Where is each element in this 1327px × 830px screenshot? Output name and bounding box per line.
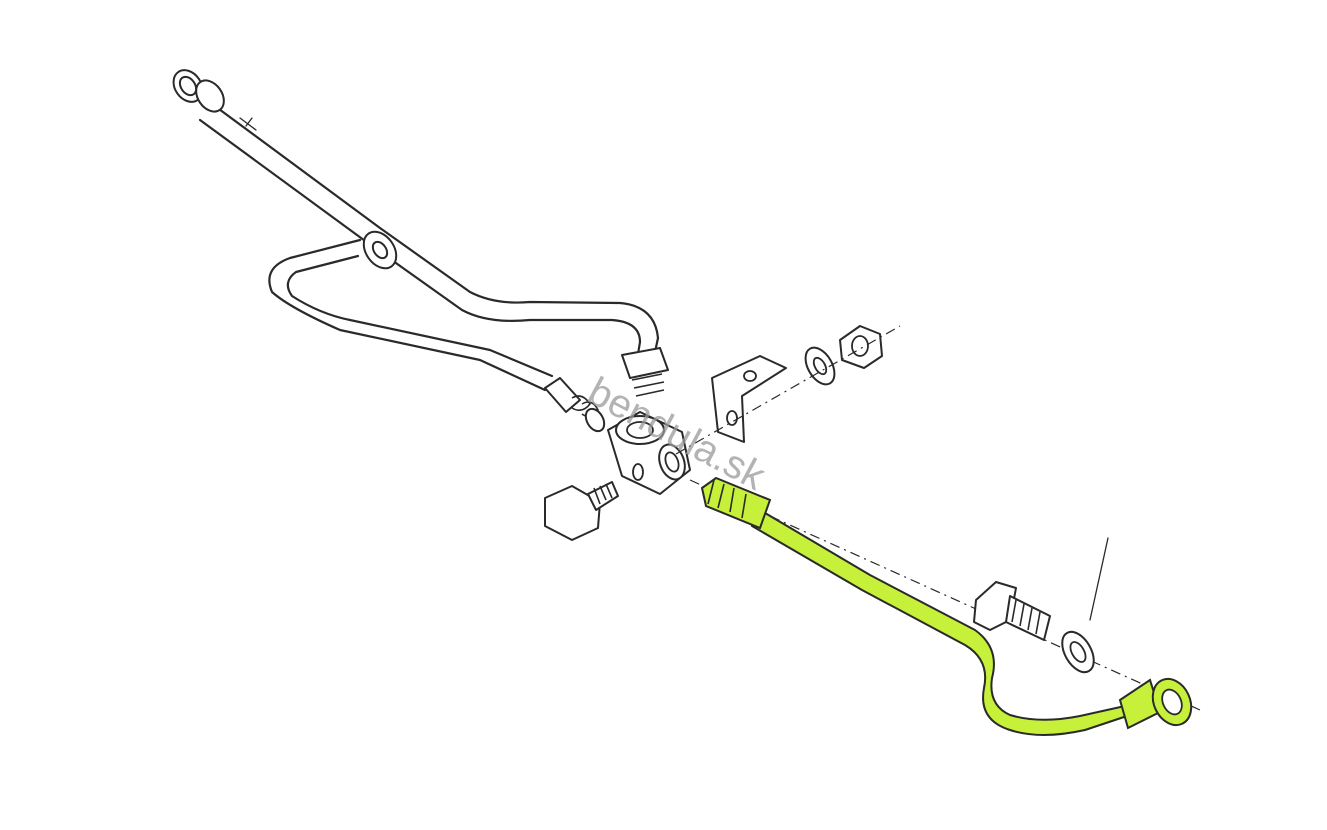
highlighted-fuel-pipe[interactable] — [700, 476, 1198, 736]
leader-line — [1089, 537, 1109, 621]
tee-fitting[interactable] — [607, 411, 691, 495]
mounting-bracket[interactable] — [711, 355, 787, 443]
upper-return-pipe[interactable] — [168, 65, 669, 397]
banjo-bolt[interactable] — [544, 481, 619, 541]
lock-washer[interactable] — [800, 343, 841, 390]
assembly-axis — [675, 325, 901, 455]
hex-nut[interactable] — [839, 325, 883, 369]
hollow-screw[interactable] — [973, 581, 1051, 641]
lower-return-pipe[interactable] — [268, 238, 608, 434]
sealing-washer[interactable] — [1056, 626, 1101, 677]
